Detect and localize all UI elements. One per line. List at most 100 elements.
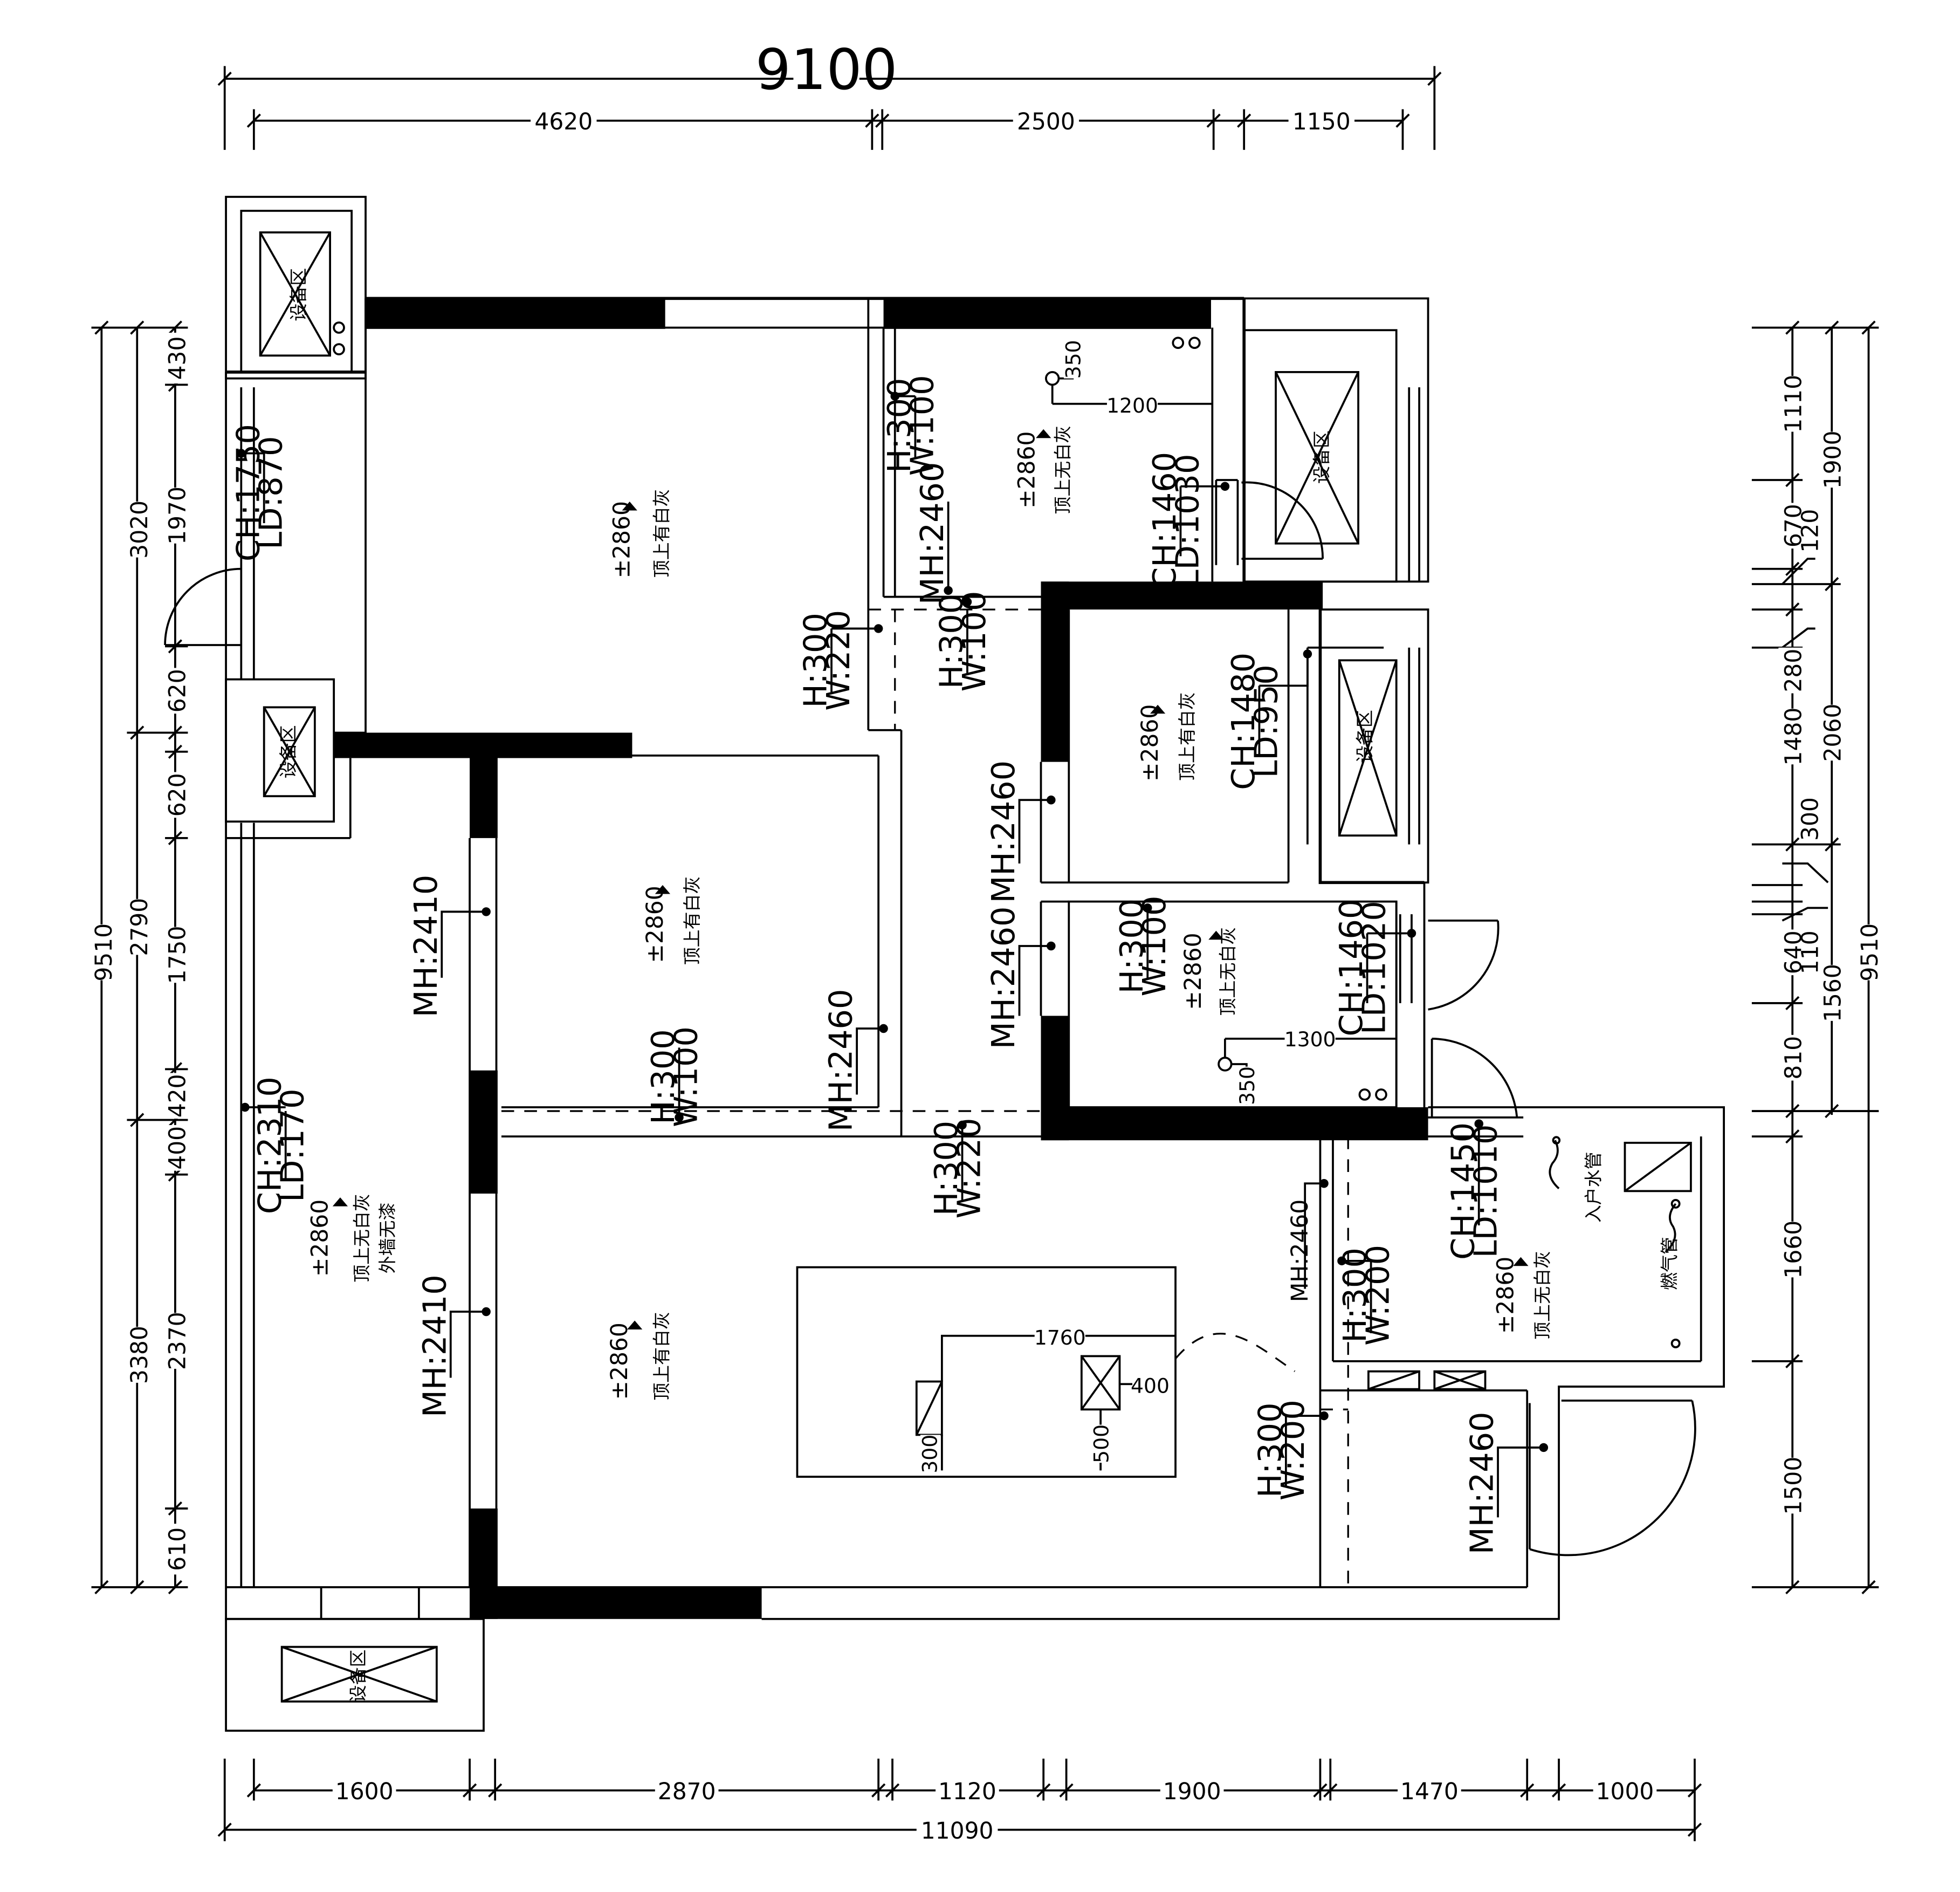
beam-8-h: H:300 [1251,1402,1288,1497]
room-2-label: ±2860 顶上无白灰 [1014,426,1074,515]
room-1-note: 顶上有白灰 [651,489,672,578]
beam-7-w: W:200 [1359,1245,1397,1346]
mh-8: MH:2460 [1463,1412,1501,1555]
window-4-ch: CH:1460 [1332,899,1370,1037]
bottom-dim-5: 1470 [1400,1778,1459,1805]
equipment-label-2: 设备区 [278,725,299,778]
left-inner-dim-8: 2370 [164,1312,191,1370]
room-5-note: 顶上无白灰 [1217,927,1238,1016]
room-1-label: ±2860 顶上有白灰 [609,489,672,579]
right-inner-dim-8: 640 [1780,930,1807,974]
equipment-label-3: 设备区 [1311,430,1332,484]
left-inner-dim-3: 620 [164,669,191,712]
mh-2: MH:2460 [985,760,1022,903]
fixture-dim-2: 1200 [1106,394,1158,417]
room-2-note: 顶上无白灰 [1052,426,1073,515]
window-leaders [241,452,1480,1156]
bottom-dim-3: 1120 [938,1778,996,1805]
equipment-labels: 设备区 设备区 设备区 设备区 设备区 [278,268,1375,1703]
window-5-ld: LD:170 [274,1089,311,1202]
beam-4-h: H:300 [1113,899,1150,993]
beam-4-w: W:100 [1136,896,1173,997]
window-1-ld: LD:870 [252,436,290,549]
room-3-note: 顶上有白灰 [1177,692,1198,781]
room-1-level: ±2860 [609,501,635,578]
left-mid-dim-3: 3380 [126,1326,153,1384]
beam-6-w: W:220 [951,1118,988,1219]
fixture-dim-3: 1300 [1284,1027,1336,1051]
right-mid-dim-1: 1900 [1820,430,1846,489]
room-6-note: 顶上无白灰 [352,1194,373,1283]
window-6-ld: LD:1010 [1467,1125,1504,1258]
equipment-label-1: 设备区 [288,268,309,321]
right-mid-dim-2: 2060 [1820,704,1846,762]
left-mid-dim-2: 2790 [126,898,153,956]
mh-4: MH:2410 [407,875,444,1018]
room-8-note: 顶上无白灰 [1532,1251,1553,1340]
right-inner-dim-3: 120 [1797,509,1823,553]
room-7-note: 顶上有白灰 [651,1312,672,1401]
room-4-note: 顶上有白灰 [682,876,703,965]
left-mid-dim-1: 3020 [126,501,153,559]
equipment-label-4: 设备区 [1354,710,1376,763]
mh-tags: MH:2460 MH:2460 MH:2460 MH:2410 MH:2460 … [407,462,1544,1555]
right-inner-dim-11: 1500 [1780,1457,1807,1515]
window-6-ch: CH:1450 [1444,1122,1481,1260]
left-inner-dim-7: 400 [164,1126,191,1170]
room-7-level: ±2860 [606,1322,632,1400]
fixture-dim-labels: 350 1200 1300 350 1760 400 300 500 [918,340,1336,1473]
room-7-label: ±2860 顶上有白灰 [606,1312,672,1401]
room-labels: ±2860 顶上有白灰 ±2860 顶上无白灰 ±2860 顶上有白灰 ±286… [306,426,1553,1401]
bottom-dim-2: 2870 [658,1778,716,1805]
room-6-label: ±2860 顶上无白灰 外墙无漆 [306,1194,397,1283]
beam-2-h: H:300 [797,613,834,708]
beam-1-h: H:300 [881,378,918,473]
beam-5-w: W:100 [667,1026,704,1127]
top-dim-2: 2500 [1017,108,1075,135]
fixture-dim-6: 400 [1131,1374,1170,1398]
right-inner-dim-10: 1660 [1780,1221,1807,1279]
fixture-dim-5: 1760 [1034,1326,1086,1349]
room-5-level: ±2860 [1180,933,1206,1010]
outer-thick-lines [226,297,1425,885]
beam-dashes [501,608,1349,1587]
window-3-ld: LD:950 [1247,664,1284,778]
mh-1: MH:2460 [913,462,951,605]
fixture-dim-7: 300 [918,1435,941,1473]
room-4-label: ±2860 顶上有白灰 [642,876,703,965]
bottom-total-dim: 11090 [921,1818,994,1844]
right-inner-dim-2: 670 [1780,504,1807,547]
top-dim-1: 4620 [534,108,593,135]
water-pipe-note: 入户水管 [1583,1151,1604,1223]
beam-3-h: H:300 [933,594,970,689]
right-inner-dim-4: 280 [1780,649,1807,693]
room-3-label: ±2860 顶上有白灰 [1137,692,1198,782]
fixture-dim-4: 350 [1235,1066,1259,1105]
utility-notes: 入户水管 燃气管 [1549,1136,1680,1290]
window-4-ld: LD:1020 [1356,901,1393,1034]
mh-6: MH:2460 [1287,1199,1313,1302]
beam-5-h: H:300 [644,1029,682,1124]
bottom-dim-1: 1600 [335,1778,394,1805]
room-5-label: ±2860 顶上无白灰 [1180,927,1238,1016]
fixture-dim-8: 500 [1089,1424,1113,1463]
beam-7-h: H:300 [1336,1247,1373,1342]
window-2-ch: CH:1460 [1146,452,1183,589]
mh-7: MH:2410 [416,1274,453,1417]
top-dim-3: 1150 [1292,108,1351,135]
window-1-ch: CH:1750 [229,424,266,561]
bottom-dim-6: 1000 [1596,1778,1654,1805]
right-dimension-labels: 1110 670 280 1480 640 810 1660 1500 120 … [1778,375,1883,1515]
left-inner-dim-1: 430 [164,337,191,380]
right-inner-dim-1: 1110 [1780,375,1807,433]
window-tags: CH:1750 LD:870 CH:1460 LD:1030 CH:1480 L… [229,424,1504,1260]
right-mid-dim-3: 1560 [1820,964,1846,1022]
right-inner-dim-5: 1480 [1780,708,1807,766]
beam-tags: H:300 W:100 H:300 W:220 H:300 W:100 H:30… [644,375,1396,1500]
window-2-ld: LD:1030 [1168,454,1206,587]
room-3-level: ±2860 [1137,704,1163,782]
left-inner-dim-5: 1750 [164,926,191,984]
left-inner-dim-9: 610 [164,1527,191,1571]
beam-6-h: H:300 [927,1121,965,1216]
